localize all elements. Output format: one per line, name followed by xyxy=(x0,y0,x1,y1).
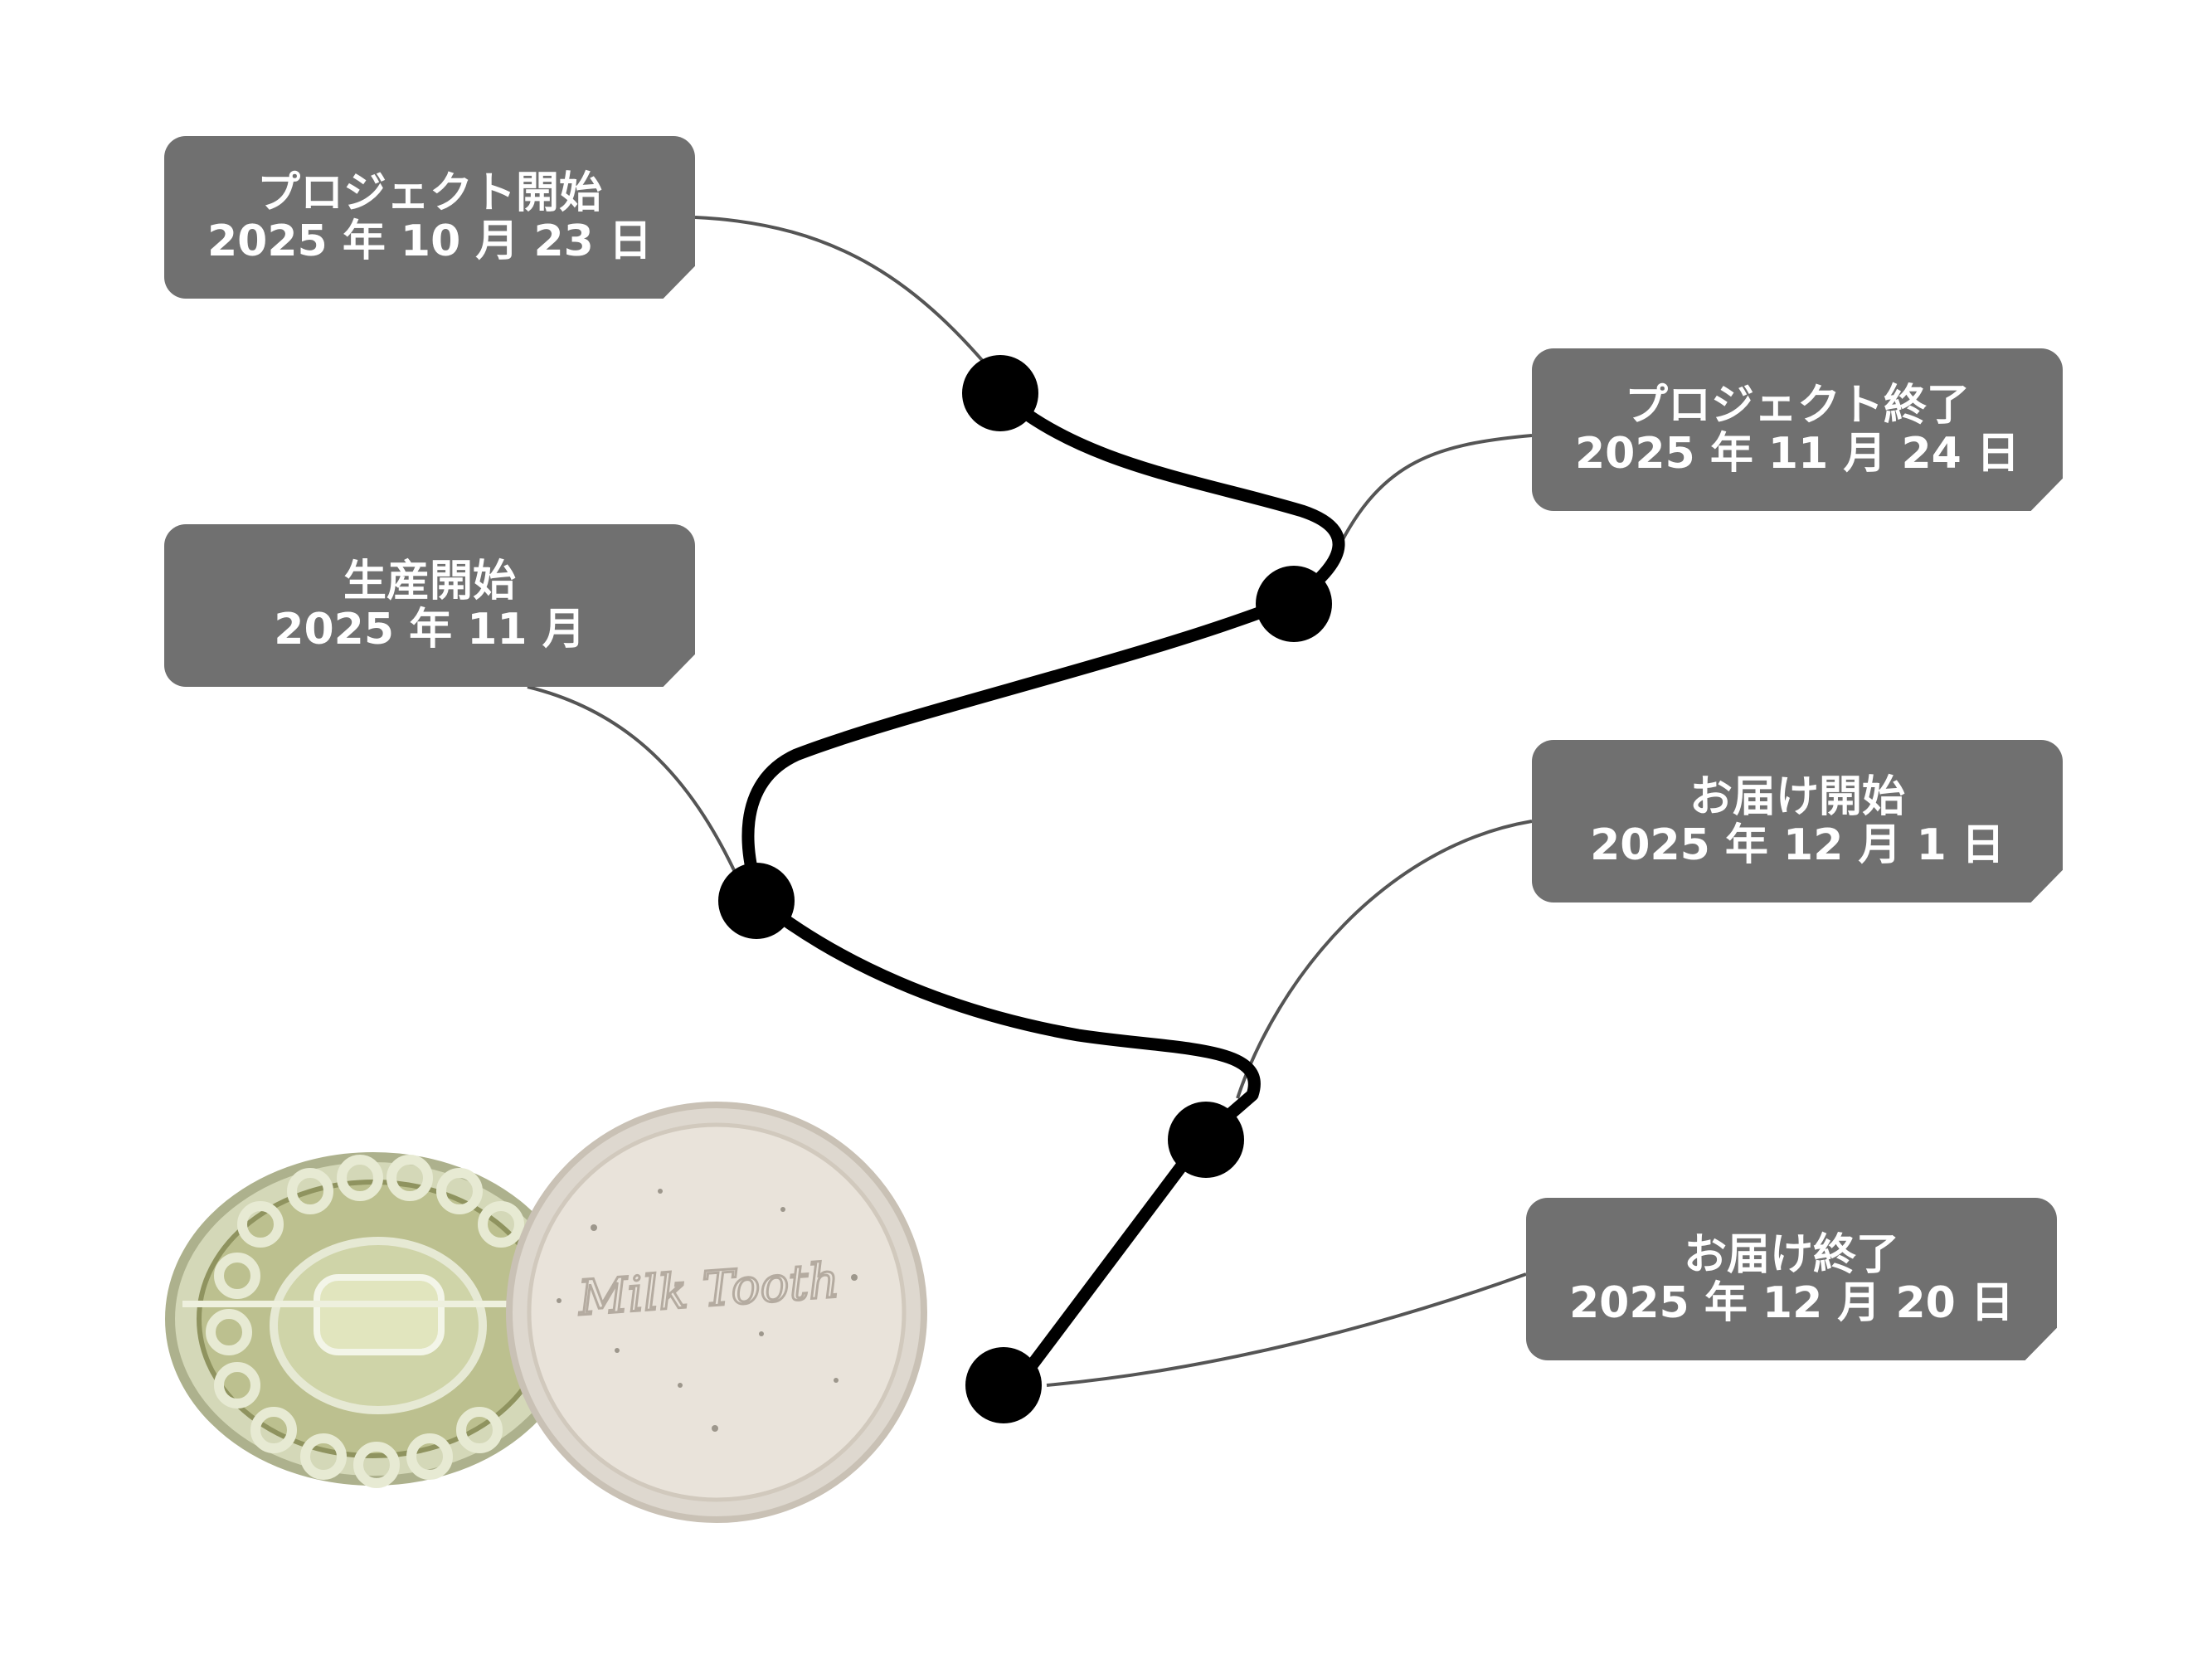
milk-tooth-case-icon: Milk Tooth xyxy=(165,1102,927,1523)
milestone-label-delivery-start: お届け開始 2025 年 12 月 1 日 xyxy=(1532,740,2063,902)
milestone-label-production-start: 生産開始 2025 年 11 月 xyxy=(164,524,695,687)
timeline-path xyxy=(741,387,1345,1392)
milestone-title: 生産開始 xyxy=(343,556,516,606)
milestone-date: 2025 年 11 月 24 日 xyxy=(1575,429,2020,479)
milestone-title: プロジェクト終了 xyxy=(1624,380,1970,431)
milestone-date: 2025 年 12 月 1 日 xyxy=(1590,820,2005,870)
connector-line-3 xyxy=(527,685,741,883)
milestone-dot-3 xyxy=(718,863,795,939)
milestone-dot-4 xyxy=(1168,1102,1244,1178)
milestone-label-project-start: プロジェクト開始 2025 年 10 月 23 日 xyxy=(164,136,695,299)
milestone-date: 2025 年 12 月 20 日 xyxy=(1569,1278,2014,1328)
milestone-date: 2025 年 11 月 xyxy=(274,605,586,654)
milestone-dot-2 xyxy=(1256,566,1332,642)
connector-line-2 xyxy=(1330,434,1533,562)
connector-line-5 xyxy=(1046,1272,1527,1387)
milestone-title: お届け終了 xyxy=(1683,1229,1899,1280)
milestone-dot-5 xyxy=(965,1347,1042,1423)
milestone-label-project-end: プロジェクト終了 2025 年 11 月 24 日 xyxy=(1532,348,2063,511)
connector-line-4 xyxy=(1236,820,1533,1099)
connector-line-1 xyxy=(694,216,1009,392)
milestone-dot-1 xyxy=(962,355,1038,431)
milestone-label-delivery-end: お届け終了 2025 年 12 月 20 日 xyxy=(1526,1198,2057,1360)
milestone-title: プロジェクト開始 xyxy=(256,168,602,218)
milestone-date: 2025 年 10 月 23 日 xyxy=(207,216,652,266)
milestone-title: お届け開始 xyxy=(1689,771,1905,822)
